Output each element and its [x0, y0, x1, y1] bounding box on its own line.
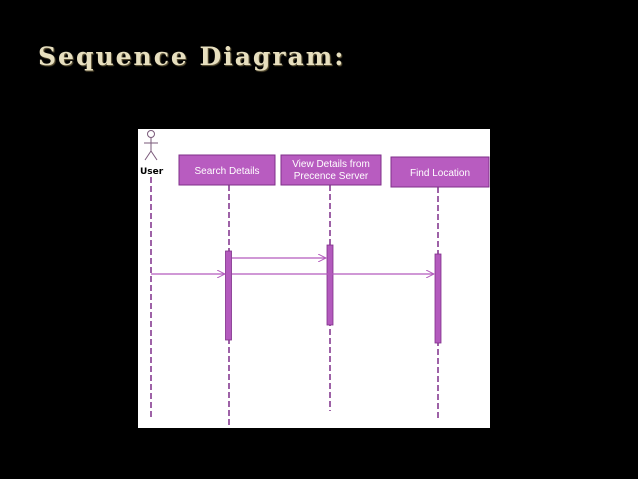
stick-figure-actor-icon [144, 130, 158, 161]
participant-label: Search Details [194, 166, 259, 177]
participant-label-line1: View Details from [292, 159, 370, 170]
sequence-diagram: User Search Details View Details from Pr… [140, 130, 490, 426]
participant-view-details: View Details from Precence Server [280, 154, 382, 186]
actor-label-user: User [140, 167, 164, 177]
participant-label-line2: Precence Server [294, 171, 369, 182]
participant-search-details: Search Details [178, 154, 276, 186]
participant-find-location: Find Location [390, 156, 490, 188]
sequence-diagram-panel: User Search Details View Details from Pr… [138, 129, 490, 428]
slide-title: Sequence Diagram: [38, 42, 346, 71]
activation-search-details [225, 250, 232, 341]
activation-find-location [434, 253, 442, 344]
activation-view-details [326, 244, 334, 326]
participant-label: Find Location [410, 168, 470, 179]
